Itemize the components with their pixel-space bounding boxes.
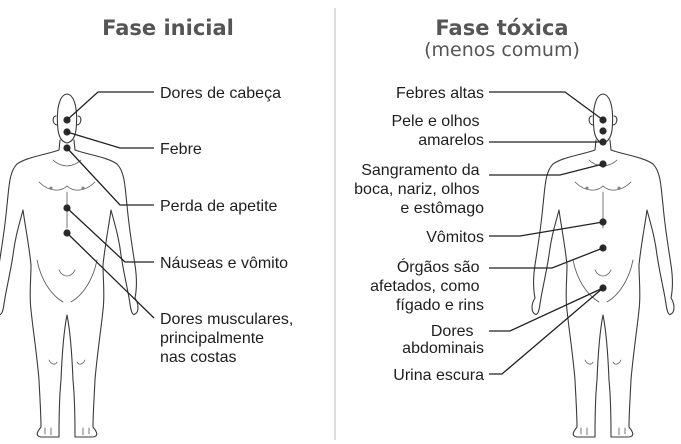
left-leader-nausea (66, 207, 154, 263)
right-leader-urine (489, 287, 604, 375)
left-leader-appetite (66, 147, 154, 206)
right-leader-vomiting (489, 221, 604, 237)
right-leader-organs (489, 247, 604, 269)
right-label-jaundice: Pele e olhos amarelos (391, 113, 484, 149)
right-panel-title: Fase tóxica (435, 16, 568, 40)
right-label-bleeding: Sangramento da boca, nariz, olhos e estô… (354, 162, 484, 217)
left-leader-headache (66, 91, 154, 121)
right-leader-abdominal (489, 287, 604, 332)
left-label-muscle: Dores musculares, principalmente nas cos… (160, 311, 298, 366)
right-dot-eyes (599, 127, 607, 135)
left-label-nausea: Náuseas e vômito (160, 255, 288, 272)
left-label-appetite: Perda de apetite (160, 198, 278, 215)
right-label-urine: Urina escura (393, 367, 484, 384)
left-label-fever: Febre (160, 141, 202, 158)
right-label-organs: Órgãos são afetados, como fígado e rins (370, 257, 484, 314)
right-label-vomiting: Vômitos (426, 229, 484, 246)
right-label-abdominal: Dores abdominais (402, 323, 484, 357)
left-label-headache: Dores de cabeça (160, 85, 281, 102)
right-label-high-fever: Febres altas (396, 85, 484, 102)
right-panel-subtitle: (menos comum) (424, 39, 580, 61)
left-leader-muscle (66, 232, 155, 319)
right-leader-high-fever (489, 91, 604, 121)
left-leader-fever (66, 131, 154, 149)
left-panel-title: Fase inicial (102, 16, 234, 40)
right-leader-bleeding (489, 163, 604, 176)
